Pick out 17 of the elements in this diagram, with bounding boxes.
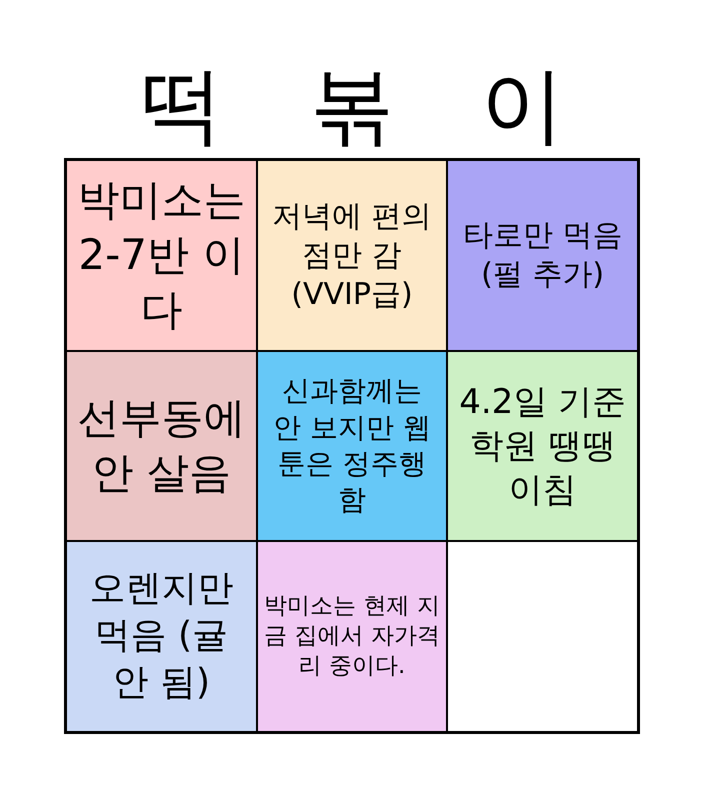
bingo-cell — [256, 350, 448, 542]
title: 떡 볶 이 — [138, 55, 566, 155]
cell-text: 오렌지만 먹음 (귤 안 됨) — [88, 567, 234, 706]
bingo-cell — [256, 160, 448, 351]
cell-text: 타로만 먹음 (펄 추가) — [462, 217, 624, 294]
cell-text: 저녁에 편의점만 감 (VVIP급) — [271, 198, 433, 314]
bingo-cell — [66, 160, 257, 351]
cell-text: 박미소는 2-7반 이다 — [76, 174, 246, 336]
cell-text: 박미소는 현제 지금 집에서 자가격리 중이다. — [264, 592, 440, 681]
bingo-cell — [66, 541, 257, 732]
bingo-cell — [66, 350, 257, 542]
cell-text: 신과함께는 안 보지만 웹툰은 정주행 함 — [272, 373, 432, 518]
cell-text: 4.2일 기준 학원 땡땡이침 — [458, 380, 628, 512]
bingo-cell — [256, 541, 448, 732]
bingo-cell — [447, 350, 638, 542]
cell-text: 선부동에 안 살음 — [76, 392, 246, 499]
bingo-cell — [447, 160, 638, 351]
